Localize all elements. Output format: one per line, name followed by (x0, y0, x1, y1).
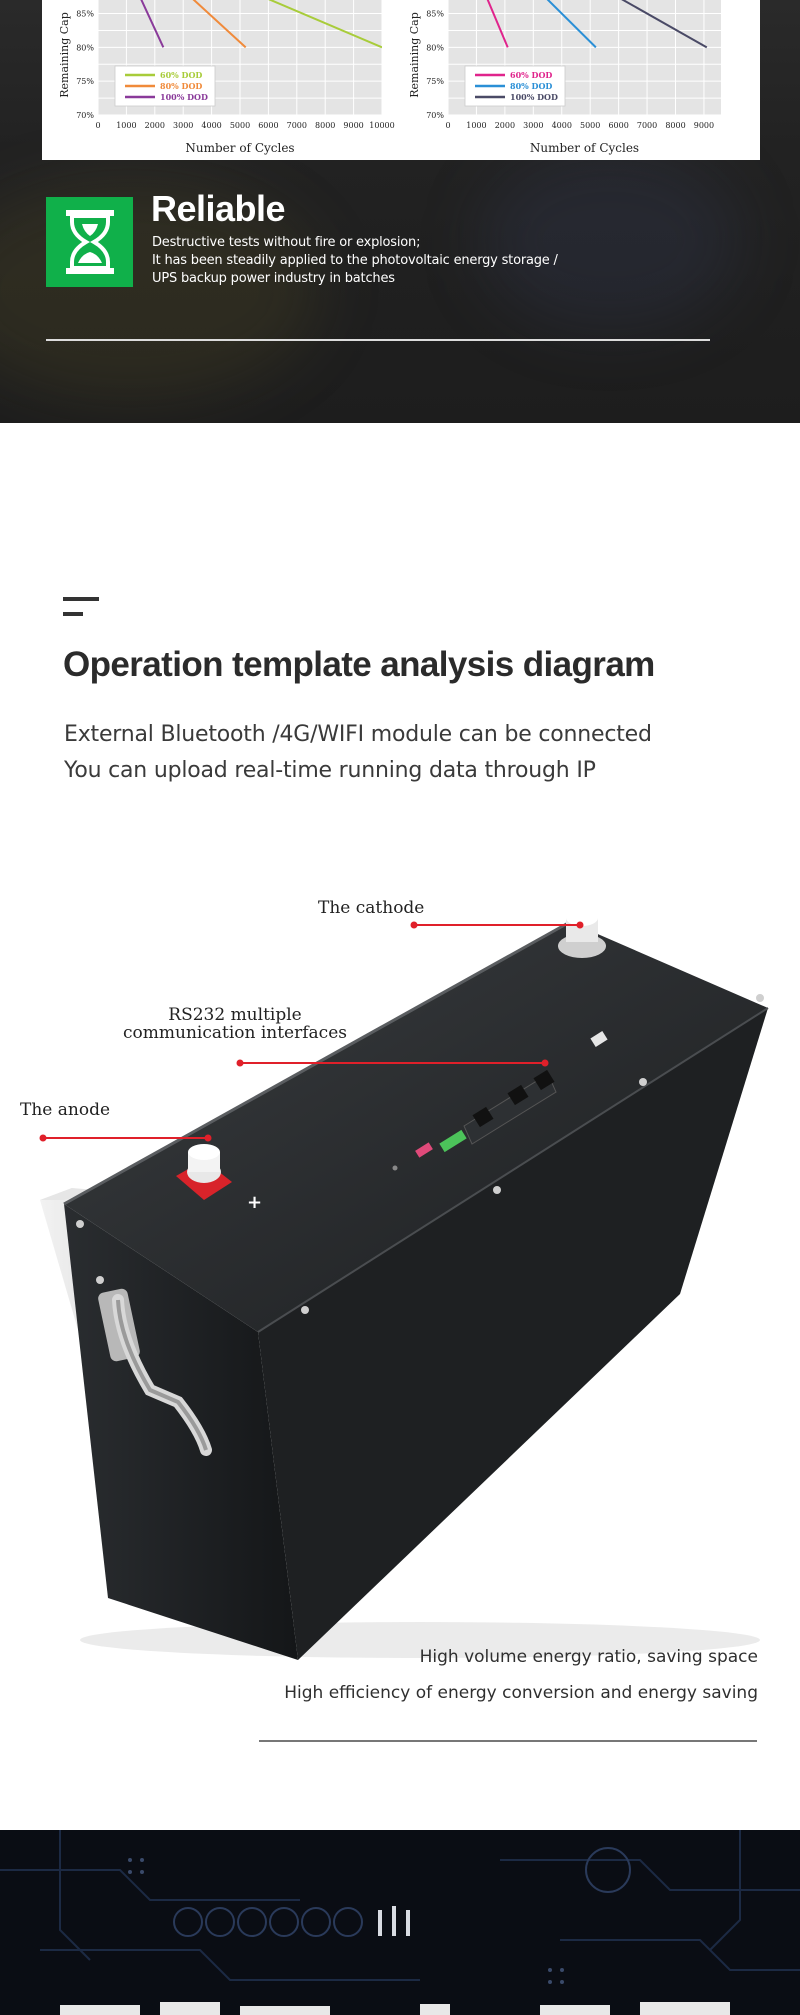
reliable-description-line: Destructive tests without fire or explos… (152, 235, 421, 250)
cycle-chart-right: 70% 75% 80% 85% 0 1000 2000 3000 4000 5000 6000 700… (408, 0, 721, 155)
screw (493, 1186, 501, 1194)
screw (639, 1078, 647, 1086)
rs232-label-line: RS232 multiple (168, 1005, 302, 1025)
feature-divider (259, 1740, 757, 1742)
svg-text:+: + (247, 1192, 262, 1213)
series-line (546, 0, 597, 49)
cycle-charts-panel: 70% 75% 80% 85% 0 1000 2000 3000 4000 5000 6000 700… (42, 0, 760, 160)
y-tick-label: 80% (76, 43, 94, 52)
series-line (140, 0, 165, 48)
cathode-label: The cathode (318, 898, 425, 918)
screw (96, 1276, 104, 1284)
y-axis-label: Remaining Cap (58, 12, 71, 98)
legend-label: 100% DOD (160, 92, 208, 102)
battery-long-face (258, 1008, 768, 1660)
y-axis-label: Remaining Cap (408, 12, 421, 98)
section-subtext: You can upload real-time running data th… (64, 758, 596, 783)
x-tick-label: 10000 (369, 121, 394, 130)
legend-label: 80% DOD (510, 81, 552, 91)
x-tick-label: 0 (445, 121, 450, 130)
y-tick-label: 70% (76, 111, 94, 120)
x-tick-label: 8000 (315, 121, 335, 130)
y-tick-label: 70% (426, 111, 444, 120)
screw (76, 1220, 84, 1228)
battery-top-face (64, 922, 768, 1332)
reliable-divider (46, 339, 710, 341)
anode-terminal: + (176, 1144, 262, 1213)
x-tick-label: 1000 (466, 121, 486, 130)
x-tick-label: 9000 (343, 121, 363, 130)
x-tick-label: 9000 (694, 121, 714, 130)
x-tick-label: 0 (95, 121, 100, 130)
battery-illustration: + (39, 910, 769, 1660)
x-tick-label: 2000 (495, 121, 515, 130)
x-tick-label: 5000 (580, 121, 600, 130)
callout-leaders (39, 921, 584, 1142)
battery-top-edge (257, 1007, 769, 1333)
x-tick-label: 4000 (201, 121, 221, 130)
y-tick-label: 85% (426, 10, 444, 19)
heading-accent-bar (63, 612, 83, 616)
series-line (486, 0, 509, 48)
x-axis-label: Number of Cycles (185, 141, 294, 155)
x-tick-label: 6000 (608, 121, 628, 130)
screw (301, 1306, 309, 1314)
x-tick-label: 3000 (173, 121, 193, 130)
heading-accent-bar (63, 597, 99, 601)
x-tick-label: 8000 (665, 121, 685, 130)
x-tick-label: 7000 (637, 121, 657, 130)
series-line (268, 0, 382, 49)
reliable-description-line: UPS backup power industry in batches (152, 271, 395, 286)
section-heading: Operation template analysis diagram (63, 645, 655, 684)
x-tick-label: 6000 (258, 121, 278, 130)
y-tick-label: 75% (76, 77, 94, 86)
battery-handle (98, 1288, 212, 1456)
cycle-chart-left: 70% 75% 80% 85% 0 1000 2000 3000 4000 5000 6000 700… (58, 0, 395, 155)
feature-line: High volume energy ratio, saving space (419, 1647, 758, 1667)
feature-line: High efficiency of energy conversion and… (284, 1683, 758, 1703)
background-blur-shape (480, 150, 740, 330)
legend-label: 60% DOD (510, 70, 552, 80)
series-line (192, 0, 247, 49)
top-dark-section: 70% 75% 80% 85% 0 1000 2000 3000 4000 5000 6000 700… (0, 0, 800, 423)
x-tick-label: 4000 (552, 121, 572, 130)
bottom-dark-section (0, 1830, 800, 2015)
y-tick-label: 80% (426, 43, 444, 52)
section-subtext: External Bluetooth /4G/WIFI module can b… (64, 722, 652, 747)
x-tick-label: 2000 (145, 121, 165, 130)
reliable-badge (46, 197, 133, 287)
y-tick-label: 85% (76, 10, 94, 19)
reliable-description-line: It has been steadily applied to the phot… (152, 253, 558, 268)
legend-label: 60% DOD (160, 70, 202, 80)
hourglass-icon (65, 210, 114, 274)
x-tick-label: 3000 (523, 121, 543, 130)
legend-label: 100% DOD (510, 92, 558, 102)
x-tick-label: 7000 (287, 121, 307, 130)
communication-ports (392, 1031, 608, 1171)
screw (756, 994, 764, 1002)
x-tick-label: 5000 (230, 121, 250, 130)
y-tick-label: 75% (426, 77, 444, 86)
cathode-terminal (558, 910, 606, 958)
x-axis-label: Number of Cycles (530, 141, 639, 155)
rs232-label-line: communication interfaces (123, 1023, 347, 1043)
circuit-board-decoration (0, 1830, 800, 2015)
battery-side-panel (40, 1188, 96, 1200)
series-line (621, 0, 708, 49)
legend-label: 80% DOD (160, 81, 202, 91)
x-tick-label: 1000 (116, 121, 136, 130)
anode-label: The anode (20, 1100, 111, 1120)
reliable-title: Reliable (151, 188, 286, 229)
